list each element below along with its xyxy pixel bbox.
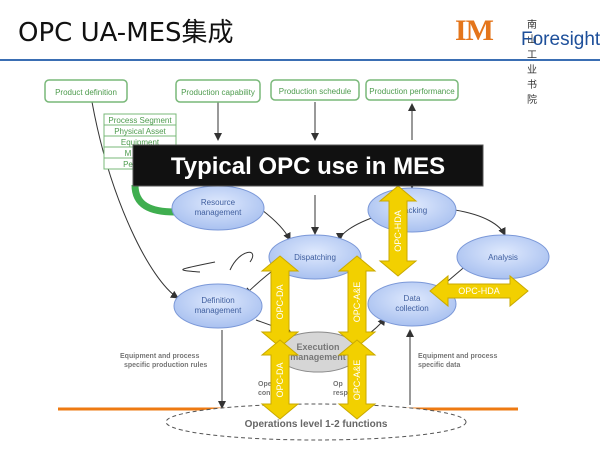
data-line1: Data — [404, 294, 421, 303]
logo-cn: 南山工业书院 — [527, 20, 537, 106]
logo-foresight: Foresight — [521, 29, 600, 50]
opc-hda-horizontal-label: OPC-HDA — [458, 286, 500, 296]
execution-line1: Execution — [296, 342, 339, 352]
title-rule — [0, 59, 600, 61]
bottom-note-left: Ope con — [258, 381, 272, 397]
production-capability-label: Production capability — [181, 88, 255, 97]
capability-item: Process Segment — [108, 116, 172, 125]
capability-item: Pe — [123, 160, 133, 169]
opc-hda-horizontal-arrow — [429, 274, 529, 308]
execution-line2: management — [290, 352, 346, 362]
opc-da-lower-label: OPC-DA — [275, 362, 285, 397]
production-performance-box — [365, 79, 459, 101]
opc-hda-vertical-arrow — [378, 185, 418, 277]
top-boxes: Product definition Production capability… — [44, 79, 459, 103]
green-curve — [131, 184, 176, 216]
analysis-label: Analysis — [488, 253, 518, 262]
opc-ae-lower-arrow — [337, 339, 377, 420]
bottom-right-line1: Op — [333, 381, 343, 388]
dispatching-label: Dispatching — [294, 253, 336, 262]
right-note-line2: specific data — [418, 362, 461, 369]
resource-line2: management — [195, 208, 242, 217]
production-capability-box — [175, 79, 261, 103]
resource-line1: Resource — [201, 198, 236, 207]
definition-line2: management — [195, 306, 242, 315]
bottom-note-right: Op resp — [333, 381, 348, 397]
slide-title: OPC UA-MES集成 — [18, 18, 234, 48]
opc-ae-lower-label: OPC-A&E — [352, 360, 362, 401]
data-line2: collection — [395, 304, 428, 313]
capability-item: M — [125, 149, 132, 158]
opc-ae-upper-label: OPC-A&E — [352, 282, 362, 323]
opc-da-lower-arrow — [260, 339, 300, 420]
right-note: Equipment and process specific data — [418, 353, 497, 369]
bottom-left-line2: con — [258, 390, 270, 397]
left-note: Equipment and process specific production… — [120, 353, 207, 369]
opc-arrows: OPC-HDA OPC-HDA OPC-DA OPC-DA OPC-A&E OP… — [260, 185, 529, 420]
side-notes: Equipment and process specific production… — [120, 353, 497, 397]
opc-da-upper-label: OPC-DA — [275, 284, 285, 319]
left-note-line1: Equipment and process — [120, 353, 199, 360]
opc-hda-vertical-label: OPC-HDA — [393, 210, 403, 252]
product-definition-label: Product definition — [55, 88, 117, 97]
definition-management-oval — [173, 283, 263, 329]
production-schedule-label: Production schedule — [279, 87, 352, 96]
capability-item: Physical Asset — [114, 127, 166, 136]
tracking-label: Tracking — [397, 206, 427, 215]
production-performance-label: Production performance — [369, 87, 455, 96]
definition-line1: Definition — [201, 296, 234, 305]
logo-im: IM — [455, 14, 494, 47]
product-definition-box — [44, 79, 128, 103]
operations-label: Operations level 1-2 functions — [245, 419, 388, 430]
right-note-line1: Equipment and process — [418, 353, 497, 360]
analysis-oval — [456, 234, 550, 280]
operations-ellipse — [165, 403, 467, 441]
banner — [132, 144, 484, 187]
bottom-right-line2: resp — [333, 390, 348, 397]
banner-text: Typical OPC use in MES — [171, 153, 445, 180]
production-schedule-box — [270, 79, 360, 101]
left-note-line2: specific production rules — [124, 362, 207, 369]
bottom-left-line1: Ope — [258, 381, 272, 388]
capability-item: Equipment — [121, 138, 160, 147]
